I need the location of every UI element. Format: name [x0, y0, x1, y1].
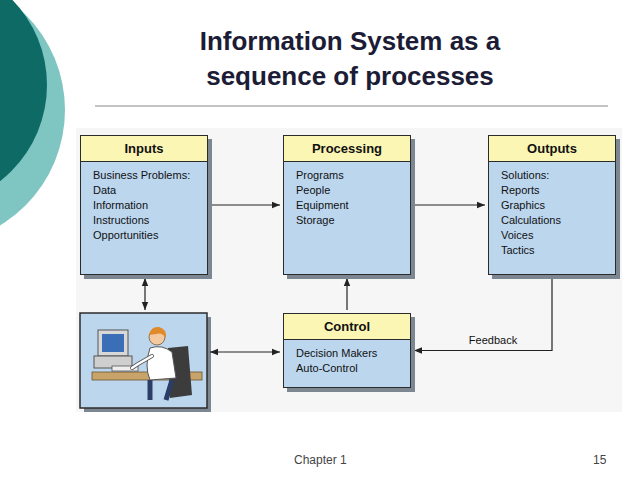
box-item: Graphics — [501, 198, 607, 213]
user-at-computer — [92, 327, 202, 400]
box-item: Solutions: — [501, 168, 607, 183]
box-item: Programs — [296, 168, 402, 183]
process-box: ControlDecision MakersAuto-Control — [283, 313, 411, 388]
box-item: Business Problems: — [93, 168, 199, 183]
box-item: Tactics — [501, 243, 607, 258]
box-item: Auto-Control — [296, 361, 402, 376]
box-body: Solutions:ReportsGraphicsCalculationsVoi… — [489, 162, 615, 264]
box-heading: Inputs — [81, 136, 207, 162]
feedback-label: Feedback — [467, 334, 519, 346]
box-heading: Control — [284, 314, 410, 340]
user-control-arrow — [210, 351, 280, 352]
box-item: Instructions — [93, 213, 199, 228]
slide-title: Information System as a sequence of proc… — [150, 24, 550, 94]
box-item: Decision Makers — [296, 346, 402, 361]
box-item: Reports — [501, 183, 607, 198]
box-item: Voices — [501, 228, 607, 243]
box-body: ProgramsPeopleEquipmentStorage — [284, 162, 410, 234]
box-body: Business Problems:DataInformationInstruc… — [81, 162, 207, 249]
box-item: Equipment — [296, 198, 402, 213]
page-number: 15 — [593, 453, 606, 467]
process-box: OutputsSolutions:ReportsGraphicsCalculat… — [488, 135, 616, 275]
flow-arrow — [414, 278, 552, 351]
flow-arrow — [211, 204, 280, 205]
user-illustration-box — [80, 313, 207, 408]
box-item: Calculations — [501, 213, 607, 228]
user-input-arrow — [144, 278, 145, 310]
diagram-panel — [76, 128, 622, 412]
process-box: ProcessingProgramsPeopleEquipmentStorage — [283, 135, 411, 275]
process-box: InputsBusiness Problems:DataInformationI… — [80, 135, 208, 275]
title-rule — [95, 105, 608, 106]
box-body: Decision MakersAuto-Control — [284, 340, 410, 382]
box-item: People — [296, 183, 402, 198]
flow-arrow — [414, 204, 485, 205]
box-item: Storage — [296, 213, 402, 228]
box-item: Data — [93, 183, 199, 198]
dark-teal-circle — [0, 0, 47, 207]
chapter-footer: Chapter 1 — [294, 453, 347, 467]
box-heading: Processing — [284, 136, 410, 162]
flow-arrow — [346, 278, 347, 310]
box-heading: Outputs — [489, 136, 615, 162]
box-item: Opportunities — [93, 228, 199, 243]
box-item: Information — [93, 198, 199, 213]
